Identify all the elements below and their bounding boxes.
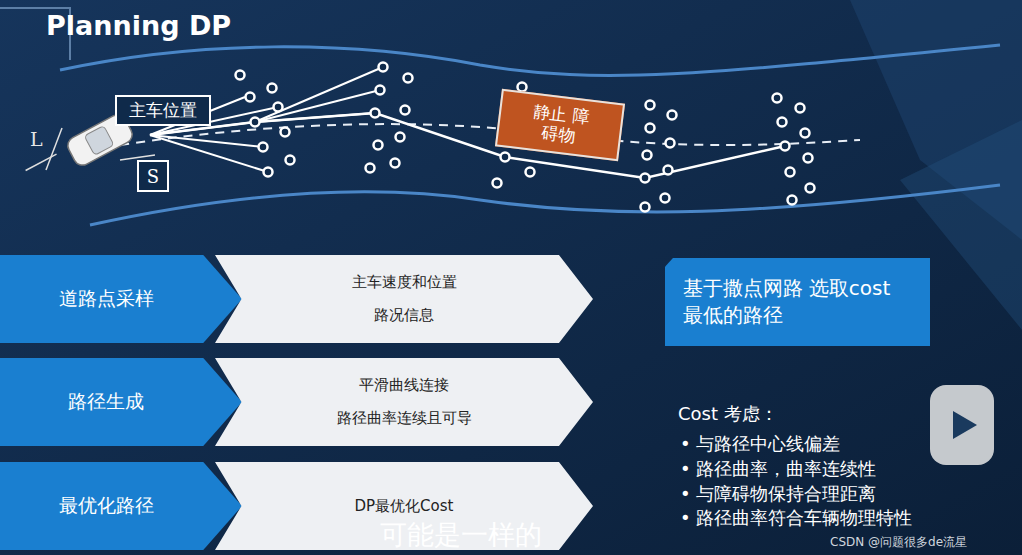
node-text: 路况信息 bbox=[374, 306, 434, 325]
subtitle: 可能是一样的 bbox=[380, 517, 542, 553]
node-outline bbox=[665, 258, 930, 346]
axis-label: L bbox=[30, 128, 43, 150]
node-text: S bbox=[147, 166, 159, 187]
node-text: DP最优化Cost bbox=[355, 497, 454, 516]
node-text: 路径生成 bbox=[68, 389, 144, 415]
node-outline bbox=[215, 358, 593, 446]
slide-title: Planning DP bbox=[46, 10, 231, 41]
list-item: • 与路径中心线偏差 bbox=[680, 432, 840, 456]
node-text: 平滑曲线连接 bbox=[359, 376, 449, 395]
step-chevron: 最优化路径 bbox=[0, 462, 242, 550]
list-item: • 路径曲率符合车辆物理特性 bbox=[680, 506, 912, 530]
node-text: 主车位置 bbox=[129, 99, 197, 122]
list-item: • 与障碍物保持合理距离 bbox=[680, 482, 876, 506]
detail-chevron: 平滑曲线连接路径曲率连续且可导 bbox=[215, 358, 593, 446]
node-text: 静止 障碍物 bbox=[522, 101, 598, 149]
node-text: 最优化路径 bbox=[59, 493, 154, 519]
summary-box: 基于撒点网路 选取cost 最低的路径 bbox=[665, 258, 930, 346]
node-text: 基于撒点网路 选取cost 最低的路径 bbox=[683, 275, 913, 329]
list-heading: Cost 考虑： bbox=[678, 402, 778, 426]
list-item: • 路径曲率，曲率连续性 bbox=[680, 457, 876, 481]
step-chevron: 路径生成 bbox=[0, 358, 242, 446]
detail-chevron: 主车速度和位置路况信息 bbox=[215, 255, 593, 343]
watermark: CSDN @问题很多de流星 bbox=[830, 534, 967, 551]
step-chevron: 道路点采样 bbox=[0, 255, 242, 343]
node-text: 道路点采样 bbox=[59, 286, 154, 312]
node-text: 路径曲率连续且可导 bbox=[337, 409, 472, 428]
label-box: S bbox=[137, 160, 169, 192]
node-text: 主车速度和位置 bbox=[352, 273, 457, 292]
node-outline bbox=[215, 255, 593, 343]
label-box: 主车位置 bbox=[115, 95, 211, 126]
